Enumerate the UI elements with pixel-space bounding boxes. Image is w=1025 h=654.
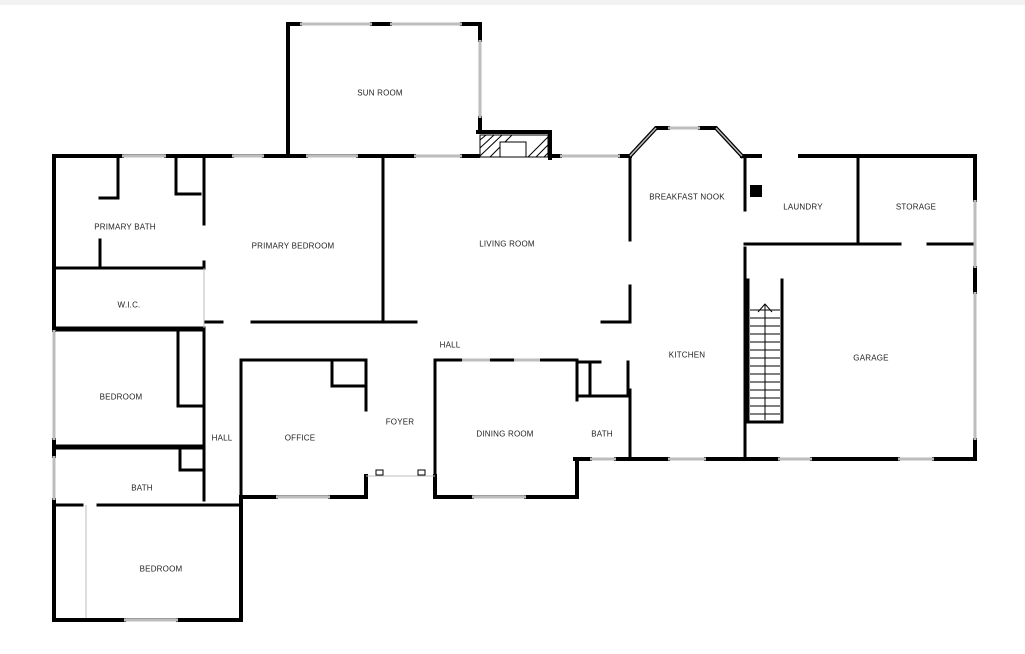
room-label-kitchen: KITCHEN: [668, 350, 706, 360]
interior-walls: [52, 154, 977, 507]
room-label-living-room: LIVING ROOM: [479, 239, 535, 249]
room-label-lower-bedroom: BEDROOM: [139, 564, 183, 574]
fireplace: [479, 134, 549, 158]
room-label-breakfast-nook: BREAKFAST NOOK: [649, 192, 725, 202]
door-marks: [375, 469, 426, 476]
room-label-lower-bath: BATH: [131, 483, 153, 493]
room-label-sun-room: SUN ROOM: [357, 88, 403, 98]
room-label-bedroom: BEDROOM: [99, 392, 143, 402]
room-label-bath: BATH: [591, 429, 613, 439]
room-label-dining-room: DINING ROOM: [476, 429, 534, 439]
windows: [52, 22, 977, 622]
room-label-garage: GARAGE: [853, 353, 889, 363]
room-label-office: OFFICE: [284, 433, 316, 443]
room-label-storage: STORAGE: [895, 202, 937, 212]
exterior-walls: [52, 22, 977, 622]
stairs: [750, 303, 780, 420]
room-label-hall: HALL: [439, 340, 461, 350]
room-label-primary-bath: PRIMARY BATH: [94, 222, 156, 232]
room-label-laundry: LAUNDRY: [783, 202, 823, 212]
appliance-icon: [750, 185, 762, 197]
room-label-primary-bedroom: PRIMARY BEDROOM: [251, 241, 335, 251]
room-label-side-hall: HALL: [211, 433, 233, 443]
room-label-wic: W.I.C.: [117, 300, 141, 310]
room-label-foyer: FOYER: [385, 417, 415, 427]
